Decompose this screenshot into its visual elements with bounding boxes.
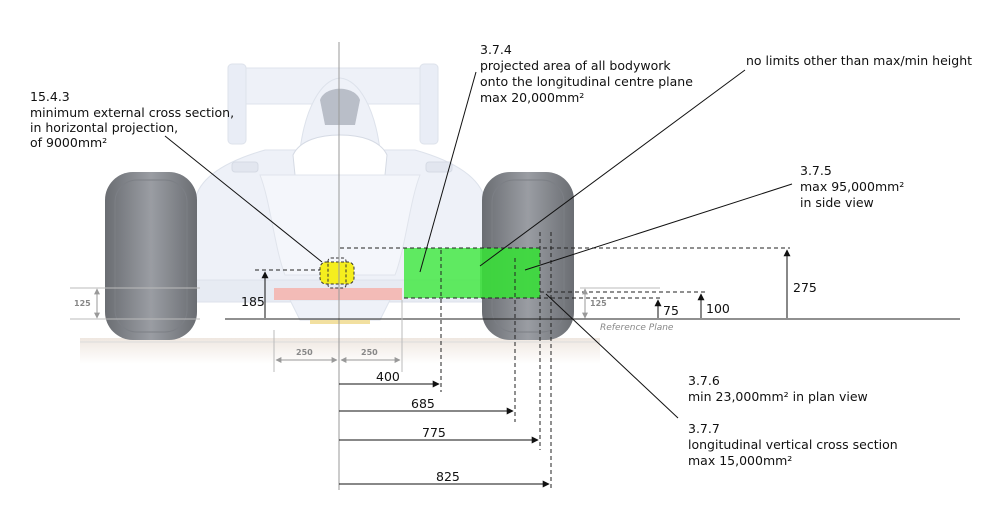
dim-100-label: 100	[706, 301, 730, 316]
left-mirror	[231, 161, 259, 173]
dim-185-label: 185	[241, 294, 265, 309]
annotation-3-7-4-line2: onto the longitudinal centre plane	[480, 74, 693, 89]
cockpit	[292, 134, 388, 176]
annotation-3-7-7-line1: longitudinal vertical cross section	[688, 437, 898, 452]
right-mirror	[425, 161, 453, 173]
splitter	[289, 299, 391, 321]
annotation-3-7-4: 3.7.4 projected area of all bodywork ont…	[480, 42, 693, 105]
annotation-3-7-7-ref: 3.7.7	[688, 421, 720, 436]
yellow-cross-section-zone	[319, 257, 355, 289]
annotation-3-7-7: 3.7.7 longitudinal vertical cross sectio…	[688, 421, 898, 468]
annotation-3-7-5: 3.7.5 max 95,000mm² in side view	[800, 163, 904, 210]
leader-375	[524, 183, 793, 271]
dim-250-right-label: 250	[361, 348, 378, 357]
annotation-15-4-3: 15.4.3 minimum external cross section, i…	[30, 89, 234, 150]
annotation-15-4-3-line2: in horizontal projection,	[30, 120, 178, 135]
dim-75-label: 75	[663, 303, 679, 318]
annotation-3-7-6-ref: 3.7.6	[688, 373, 720, 388]
leader-1543	[164, 135, 323, 263]
annotation-3-7-6-line1: min 23,000mm² in plan view	[688, 389, 868, 404]
annotation-3-7-5-line1: max 95,000mm²	[800, 179, 904, 194]
dim-825-label: 825	[436, 469, 460, 484]
leader-377	[545, 293, 679, 419]
reference-plane-label: Reference Plane	[600, 323, 674, 333]
annotation-3-7-4-line3: max 20,000mm²	[480, 90, 584, 105]
nose-cone	[259, 174, 421, 276]
dim-275-label: 275	[793, 280, 817, 295]
annotation-3-7-7-line2: max 15,000mm²	[688, 453, 792, 468]
airbox-icon	[320, 88, 360, 125]
annotation-3-7-5-line2: in side view	[800, 195, 874, 210]
skid-strip	[310, 320, 370, 324]
left-tyre	[105, 172, 197, 340]
dim-685-label: 685	[411, 396, 435, 411]
annotation-3-7-4-line1: projected area of all bodywork	[480, 58, 671, 73]
annotation-15-4-3-line3: of 9000mm²	[30, 135, 107, 150]
dim-125-left-label: 125	[74, 299, 91, 308]
annotation-3-7-5-ref: 3.7.5	[800, 163, 832, 178]
dim-125-right-label: 125	[590, 299, 607, 308]
green-bodywork-zone	[404, 248, 540, 298]
leader-374	[419, 71, 477, 273]
annotation-15-4-3-ref: 15.4.3	[30, 89, 70, 104]
plank-zone	[274, 288, 402, 300]
leader-nolimit	[479, 69, 746, 267]
annotation-15-4-3-line1: minimum external cross section,	[30, 105, 234, 120]
annotation-3-7-4-ref: 3.7.4	[480, 42, 512, 57]
dim-400-label: 400	[376, 369, 400, 384]
annotation-3-7-6: 3.7.6 min 23,000mm² in plan view	[688, 373, 868, 404]
annotation-no-limits: no limits other than max/min height	[746, 53, 972, 68]
dim-250-left-label: 250	[296, 348, 313, 357]
dim-775-label: 775	[422, 425, 446, 440]
